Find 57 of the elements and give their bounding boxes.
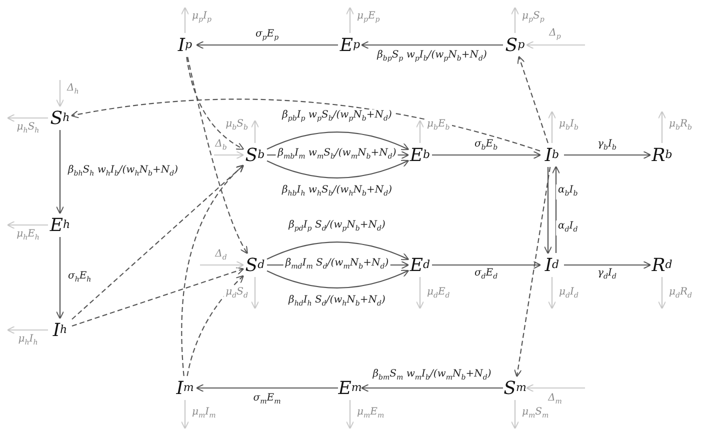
arrow: [181, 6, 189, 33]
arrow: [56, 80, 64, 108]
rate-label: β$_{pd}$I$_{p}$ S$_{d}$/(w$_{p}$N$_{b}$+N$_{d}$): [286, 220, 388, 234]
arrow: [56, 237, 64, 320]
dashed-arrow: [72, 267, 244, 327]
dashed-arrow: [186, 56, 244, 150]
arrow: [564, 151, 652, 159]
arrow: [6, 114, 48, 122]
arrow: [564, 261, 652, 269]
arrow: [548, 277, 556, 310]
rate-label: β$_{pb}$I$_{p}$ w$_{p}$S$_{b}$/(w$_{p}$N$_{b}$+N$_{d}$): [280, 110, 394, 124]
rate-label: α$_{d}$I$_{d}$: [556, 220, 580, 236]
arrow: [56, 130, 64, 214]
arrow: [432, 261, 542, 269]
arrow: [266, 242, 410, 260]
arrow: [360, 384, 503, 392]
dashed-arrow: [186, 275, 244, 376]
arrow: [346, 400, 354, 430]
arrow: [266, 270, 410, 288]
rate-label: μ$_{p}$E$_{p}$: [355, 10, 382, 26]
arrow: [251, 277, 259, 310]
arrow: [6, 326, 48, 334]
arrow: [196, 384, 338, 392]
arrow: [552, 166, 560, 253]
arrow: [511, 400, 519, 430]
dashed-arrow: [72, 164, 244, 320]
arrow: [658, 277, 666, 310]
rate-label: β$_{bp}$S$_{p}$ w$_{p}$I$_{b}$/(w$_{p}$N$_{b}$+N$_{d}$): [375, 50, 489, 64]
rate-label: σ$_{p}$E$_{p}$: [253, 28, 281, 44]
rate-label: α$_{b}$I$_{b}$: [556, 184, 580, 200]
arrow: [346, 6, 354, 33]
dashed-arrow: [187, 56, 248, 254]
dashed-arrow: [181, 164, 244, 376]
arrow: [251, 120, 259, 143]
arrow: [548, 110, 556, 143]
arrow: [526, 384, 585, 392]
dashed-arrow: [517, 56, 548, 144]
arrow: [266, 160, 410, 178]
arrow: [416, 277, 424, 310]
arrow: [214, 151, 244, 159]
arrow: [544, 167, 552, 254]
rate-label: μ$_{p}$I$_{p}$: [190, 10, 214, 26]
rate-label: μ$_{p}$S$_{p}$: [520, 10, 546, 26]
arrow: [526, 41, 585, 49]
dashed-arrow: [70, 98, 540, 152]
arrow: [196, 41, 338, 49]
dashed-arrow: [514, 166, 551, 378]
rate-label: Δ$_{p}$: [547, 28, 563, 42]
arrow: [511, 6, 519, 33]
arrow: [360, 41, 503, 49]
arrow: [6, 221, 48, 229]
arrow: [200, 261, 244, 269]
arrow: [181, 400, 189, 430]
arrow: [416, 120, 424, 143]
arrow: [432, 151, 542, 159]
arrow: [658, 110, 666, 143]
arrow: [266, 132, 410, 150]
